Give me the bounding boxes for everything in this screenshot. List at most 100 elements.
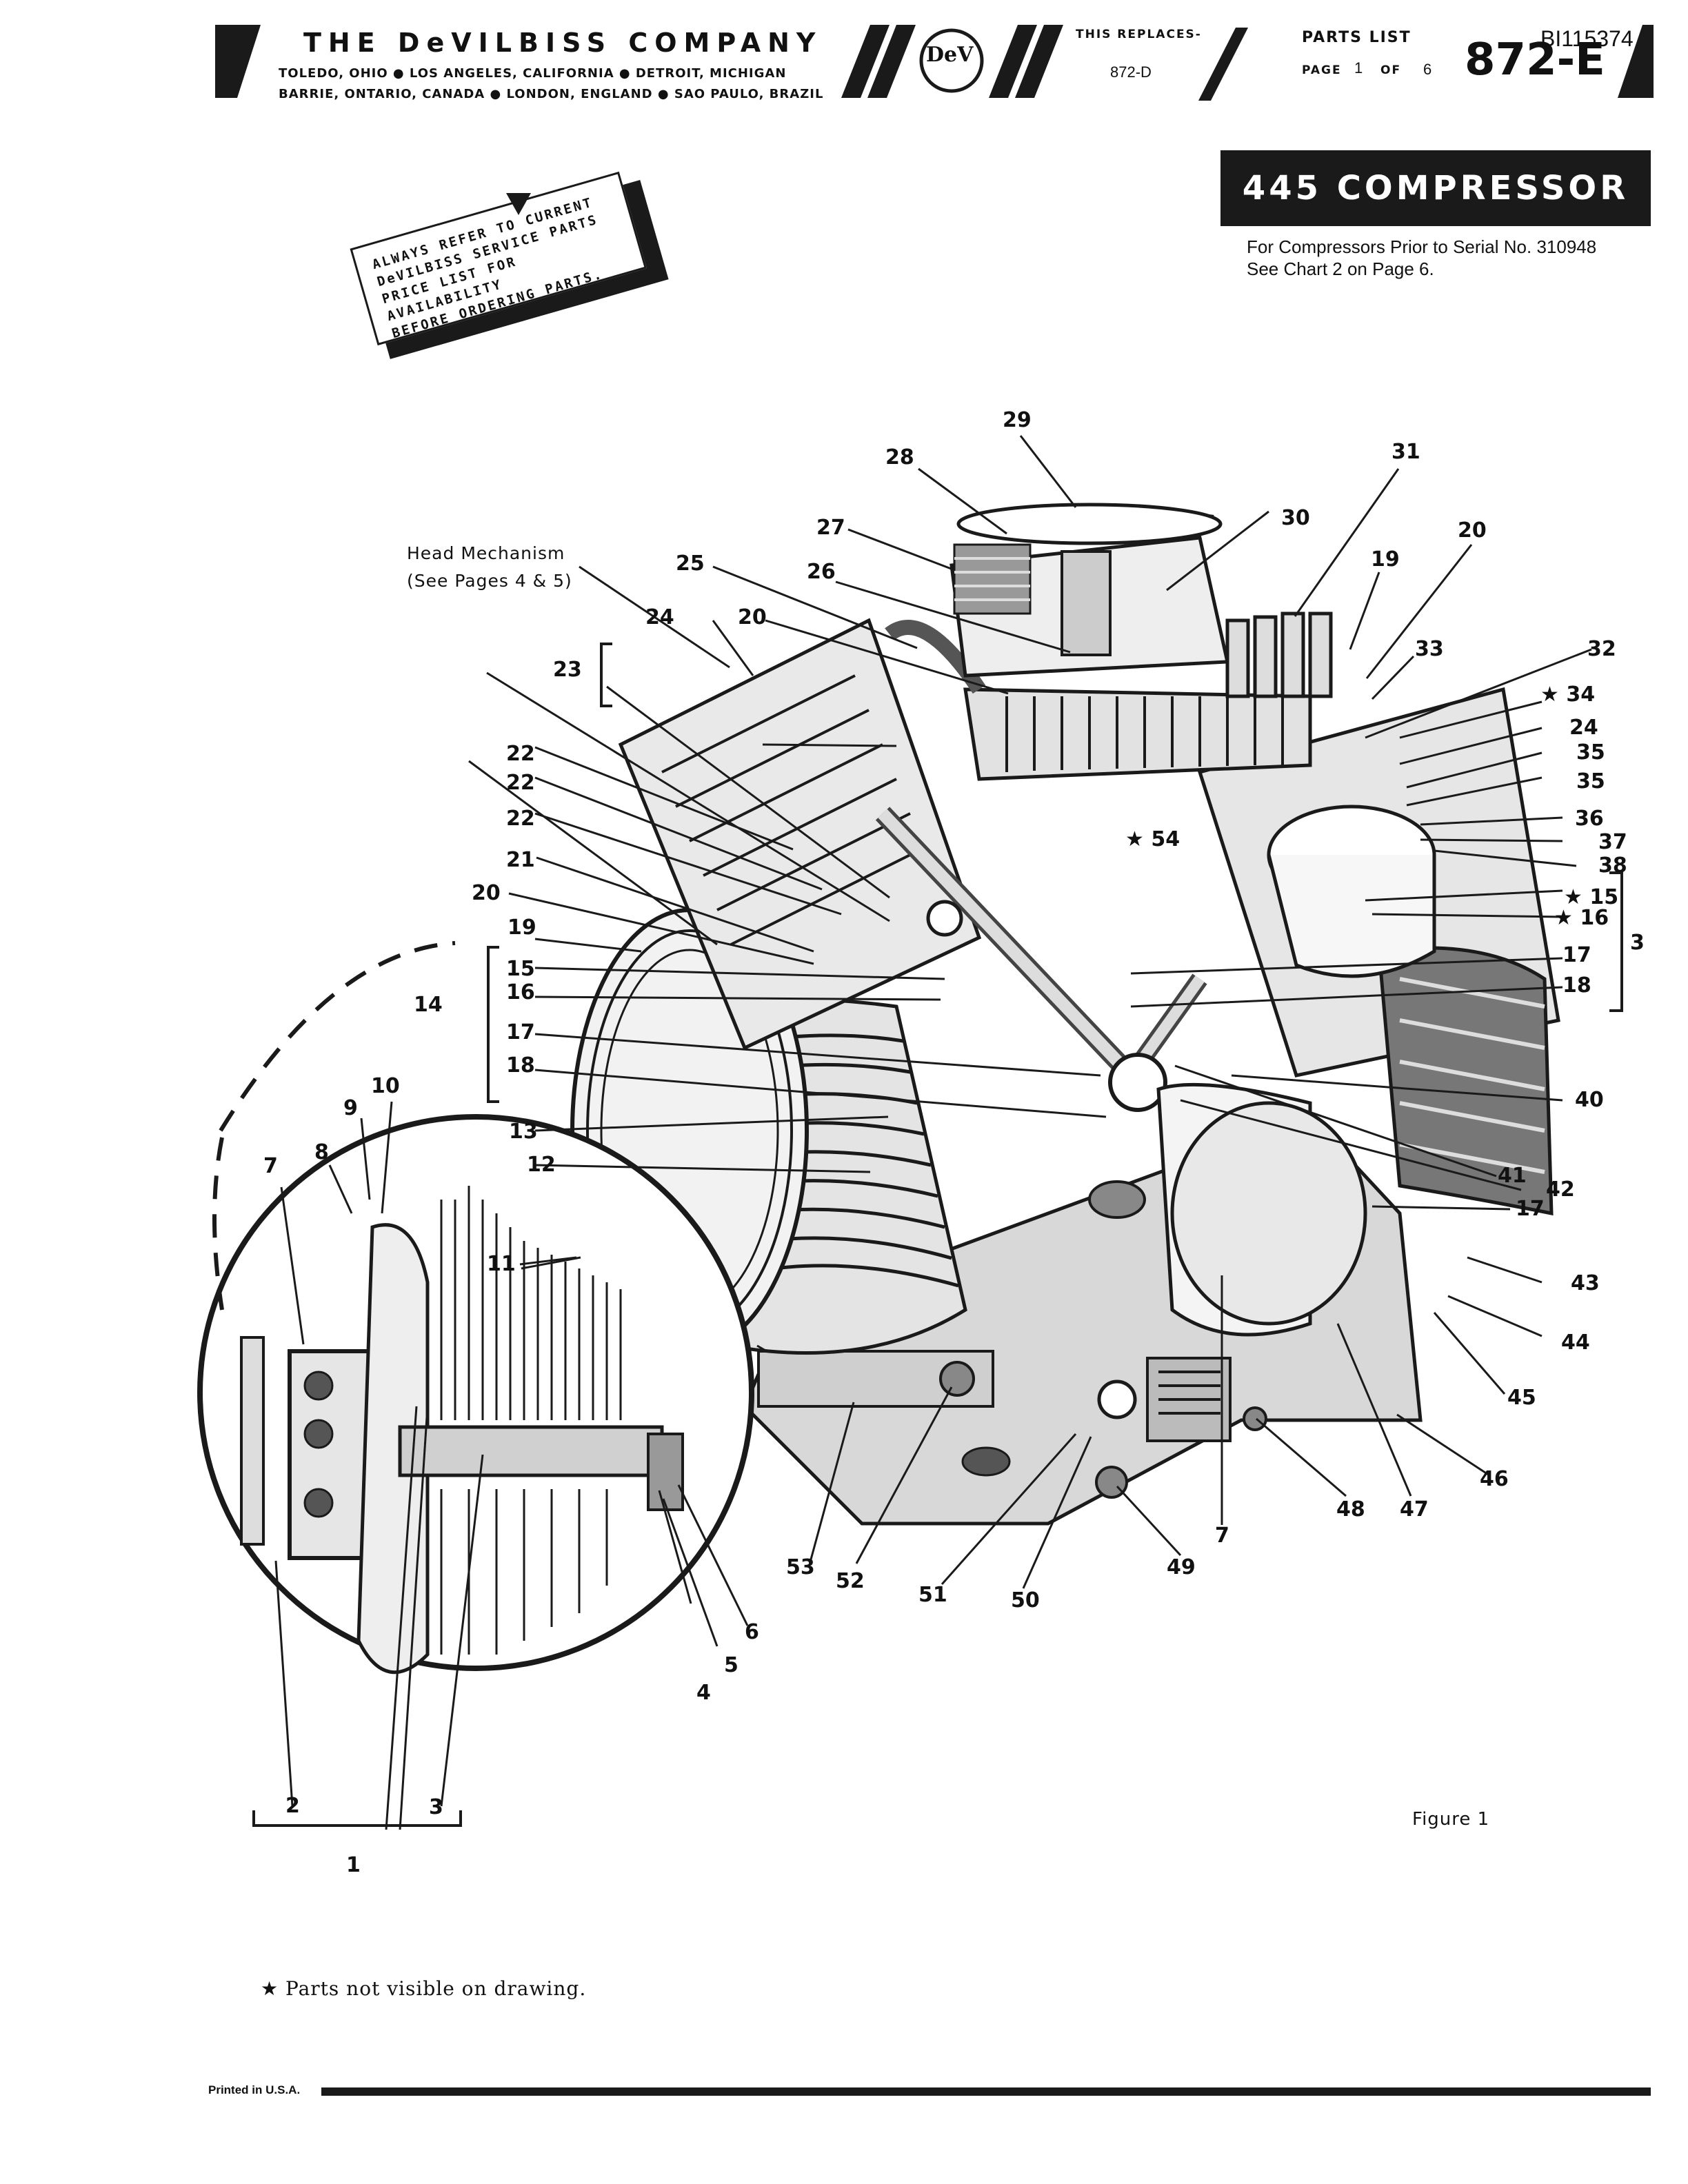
- leader-lines: [274, 435, 1592, 1830]
- callout-2: 2: [285, 1794, 300, 1818]
- callout-53: 53: [786, 1555, 815, 1579]
- callout-54: ★ 54: [1125, 827, 1180, 851]
- callout-25: 25: [676, 552, 705, 576]
- callout-7-inset: 7: [263, 1154, 278, 1178]
- callout-33: 33: [1415, 637, 1444, 661]
- callout-48: 48: [1336, 1497, 1365, 1521]
- callout-21: 21: [506, 848, 535, 872]
- part-number: 872-E: [1465, 34, 1605, 85]
- replaces-label: THIS REPLACES-: [1076, 28, 1202, 41]
- callout-15: 15: [506, 957, 535, 981]
- callout-20-top: 20: [738, 605, 767, 629]
- callout-16: 16: [506, 980, 535, 1004]
- callout-6: 6: [745, 1620, 759, 1644]
- footnote: ★ Parts not visible on drawing.: [261, 1977, 587, 2000]
- callout-19-left: 19: [508, 916, 536, 940]
- devilbiss-logo: [919, 28, 984, 93]
- figure-label: Figure 1: [1412, 1809, 1490, 1830]
- title-banner: 445 COMPRESSOR: [1220, 150, 1651, 226]
- callout-1: 1: [346, 1853, 361, 1877]
- serial-note-line-2: See Chart 2 on Page 6.: [1247, 259, 1434, 279]
- detail-inset: [197, 941, 754, 1675]
- callout-36: 36: [1575, 807, 1604, 831]
- compressor-body: [570, 503, 1560, 1526]
- parts-list-label: PARTS LIST: [1302, 29, 1411, 46]
- callout-42: 42: [1546, 1177, 1575, 1202]
- page-number: 1: [1354, 59, 1363, 77]
- page-total: 6: [1423, 61, 1432, 78]
- callout-24: 24: [645, 605, 674, 629]
- callout-12: 12: [527, 1153, 556, 1177]
- callout-13: 13: [509, 1120, 538, 1144]
- callout-19-right: 19: [1371, 547, 1400, 572]
- callout-41: 41: [1498, 1164, 1527, 1188]
- document-title: 445 COMPRESSOR: [1242, 169, 1629, 208]
- callout-24-right: 24: [1569, 716, 1598, 740]
- callout-22-b: 22: [506, 771, 535, 795]
- callout-29: 29: [1003, 408, 1032, 432]
- callout-8: 8: [314, 1140, 329, 1164]
- callout-37: 37: [1598, 830, 1627, 854]
- company-locations-line-2: BARRIE, ONTARIO, CANADA ● LONDON, ENGLAN…: [279, 87, 824, 101]
- callout-15-right: ★ 15: [1564, 885, 1619, 909]
- callout-23: 23: [553, 658, 582, 682]
- stamp-pointer: [506, 193, 531, 215]
- company-name: THE DeVILBISS COMPANY: [303, 28, 823, 58]
- company-locations-line-1: TOLEDO, OHIO ● LOS ANGELES, CALIFORNIA ●…: [279, 66, 787, 81]
- callout-31: 31: [1391, 440, 1420, 464]
- head-mechanism-line-1: Head Mechanism: [407, 543, 565, 563]
- callout-30: 30: [1281, 506, 1310, 530]
- callout-51: 51: [918, 1583, 947, 1607]
- callout-22-a: 22: [506, 742, 535, 766]
- callout-52: 52: [836, 1569, 865, 1593]
- right-slash: [1618, 25, 1654, 98]
- head-mechanism-note: Head Mechanism (See Pages 4 & 5): [407, 540, 572, 595]
- header-logo-slashes: [841, 25, 890, 98]
- callout-27: 27: [816, 516, 845, 540]
- callout-3: 3: [429, 1795, 443, 1819]
- callout-3-right: 3: [1630, 931, 1645, 955]
- callout-49: 49: [1167, 1555, 1196, 1579]
- document-id: BI115374: [1540, 26, 1634, 51]
- callout-4: 4: [696, 1681, 711, 1705]
- callout-20-right: 20: [1458, 518, 1487, 543]
- callout-50: 50: [1011, 1588, 1040, 1612]
- callout-16-right: ★ 16: [1554, 906, 1609, 930]
- callout-20-left: 20: [472, 881, 501, 905]
- callout-17: 17: [506, 1020, 535, 1044]
- callout-35-b: 35: [1576, 769, 1605, 793]
- header-left-slash: [215, 25, 261, 98]
- callout-9: 9: [343, 1096, 358, 1120]
- logo-text: DeV: [926, 43, 974, 67]
- callout-5: 5: [724, 1653, 738, 1677]
- head-mechanism-line-2: (See Pages 4 & 5): [407, 571, 572, 591]
- callout-38: 38: [1598, 853, 1627, 878]
- printed-note: Printed in U.S.A.: [208, 2083, 301, 2096]
- callout-22-c: 22: [506, 807, 535, 831]
- callout-11: 11: [487, 1252, 516, 1276]
- callout-47: 47: [1400, 1497, 1429, 1521]
- callout-34: ★ 34: [1540, 682, 1596, 707]
- page-label: PAGE: [1302, 63, 1342, 77]
- footer-rule: [321, 2087, 1651, 2096]
- callout-17-right: 17: [1563, 943, 1591, 967]
- callout-28: 28: [885, 445, 914, 469]
- serial-note-line-1: For Compressors Prior to Serial No. 3109…: [1247, 236, 1597, 257]
- callout-17-lower-right: 17: [1516, 1197, 1545, 1221]
- callout-14: 14: [414, 993, 443, 1017]
- divider-slash: [1198, 28, 1248, 101]
- callout-43: 43: [1571, 1271, 1600, 1295]
- callout-10: 10: [371, 1074, 400, 1098]
- callout-18-right: 18: [1563, 973, 1591, 998]
- replaces-value: 872-D: [1110, 63, 1152, 81]
- serial-note: For Compressors Prior to Serial No. 3109…: [1247, 236, 1596, 280]
- callout-26: 26: [807, 560, 836, 584]
- brackets: [252, 643, 1623, 1827]
- callout-35: 35: [1576, 740, 1605, 765]
- callout-7-body: 7: [1215, 1524, 1229, 1548]
- callout-40: 40: [1575, 1088, 1604, 1112]
- callout-46: 46: [1480, 1467, 1509, 1491]
- of-label: OF: [1380, 63, 1402, 77]
- callout-32: 32: [1587, 637, 1616, 661]
